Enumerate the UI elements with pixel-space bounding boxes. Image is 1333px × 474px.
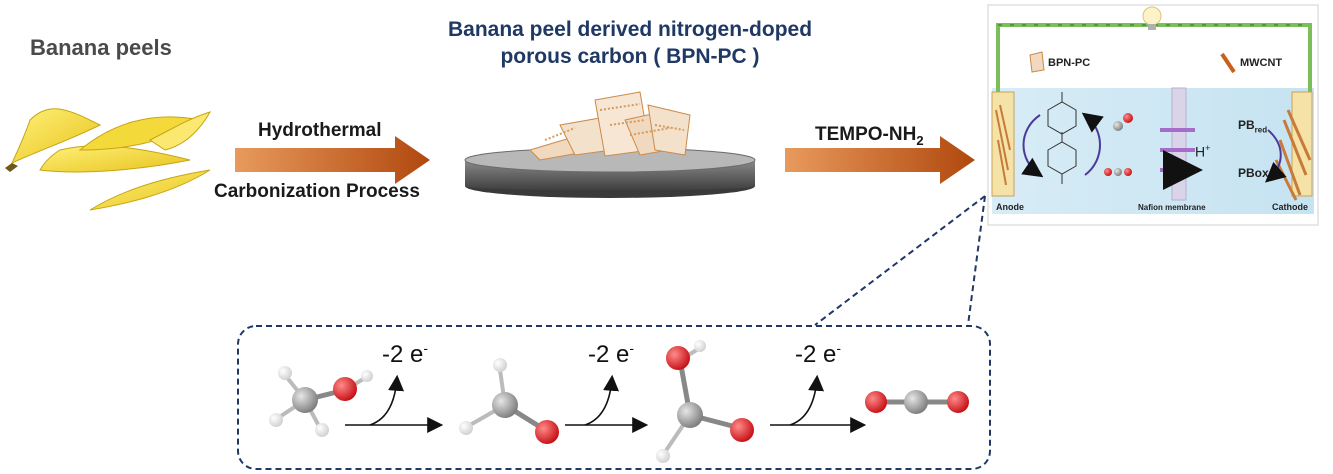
nafion-membrane-label: Nafion membrane xyxy=(1138,203,1206,212)
pb-red-main: PB xyxy=(1238,118,1255,132)
proton-charge: + xyxy=(1205,143,1211,153)
zoom-connector-lines xyxy=(814,195,986,326)
banana-peels-label: Banana peels xyxy=(30,35,172,60)
electron-step-text-3: -2 e xyxy=(795,341,837,368)
mwcnt-legend-icon xyxy=(1220,52,1236,74)
bpn-pc-title: Banana peel derived nitrogen-doped porou… xyxy=(380,16,880,70)
anode-label: Anode xyxy=(996,202,1024,212)
hydrothermal-arrow xyxy=(235,136,430,184)
proton-label: H+ xyxy=(1195,143,1210,160)
legend-mwcnt-label: MWCNT xyxy=(1240,57,1283,69)
nafion-membrane xyxy=(1171,87,1187,201)
pb-red-sub: red xyxy=(1254,125,1268,135)
formic-acid-molecule xyxy=(656,340,754,463)
tempo-label-sub: 2 xyxy=(916,132,924,148)
tempo-label: TEMPO-NH2 xyxy=(815,124,924,148)
legend-bpn-pc-label: BPN-PC xyxy=(1048,57,1091,69)
bpn-pc-legend-icon xyxy=(1029,51,1045,73)
banana-peel-image xyxy=(5,108,212,211)
electron-step-text-2: -2 e xyxy=(588,341,630,368)
cathode-label: Cathode xyxy=(1272,202,1308,212)
pb-ox-label: PBox xyxy=(1238,166,1269,180)
formaldehyde-molecule xyxy=(459,358,559,444)
electron-step-sup-3: - xyxy=(836,340,842,356)
electron-step-label-1: -2 e- xyxy=(382,340,428,369)
electron-step-text-1: -2 e xyxy=(382,341,424,368)
light-bulb-icon xyxy=(1142,6,1162,30)
proton-symbol: H xyxy=(1195,143,1206,160)
electron-step-label-2: -2 e- xyxy=(588,340,634,369)
tempo-arrow xyxy=(785,136,975,184)
electron-step-label-3: -2 e- xyxy=(795,340,841,369)
methanol-molecule xyxy=(269,366,373,437)
reaction-arrows xyxy=(345,374,867,433)
hydrothermal-label: Hydrothermal xyxy=(258,120,382,141)
petri-dish-image xyxy=(464,91,756,198)
carbonization-label: Carbonization Process xyxy=(214,181,420,202)
carbon-dioxide-molecule xyxy=(865,390,969,414)
fuel-cell-panel xyxy=(987,4,1319,226)
carbon-flakes xyxy=(529,91,691,161)
tempo-molecule-icon xyxy=(1047,92,1077,184)
pb-red-label: PBred xyxy=(1238,118,1267,134)
electron-step-sup-2: - xyxy=(629,340,635,356)
bpn-pc-title-line1: Banana peel derived nitrogen-doped xyxy=(447,18,813,41)
bpn-pc-title-line2: porous carbon ( BPN-PC ) xyxy=(500,45,760,68)
tempo-label-main: TEMPO-NH xyxy=(815,124,917,145)
electron-step-sup-1: - xyxy=(423,340,429,356)
